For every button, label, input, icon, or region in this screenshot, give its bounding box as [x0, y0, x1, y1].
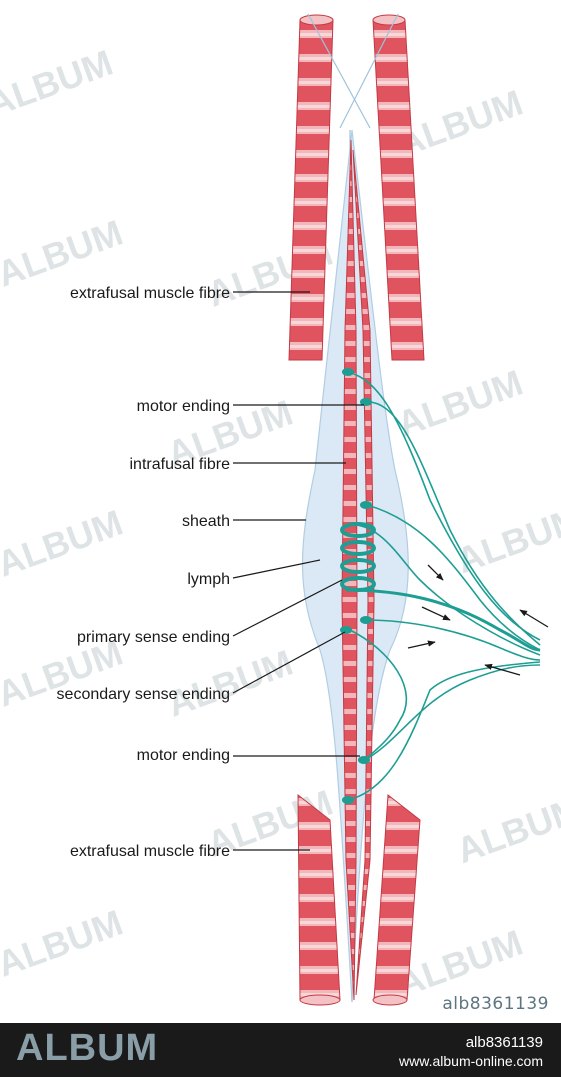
footer-bar: ALBUM alb8361139 www.album-online.com — [0, 1023, 561, 1077]
extrafusal-fibre-top — [288, 14, 425, 361]
album-logo[interactable]: ALBUM — [16, 1027, 159, 1069]
label-sheath: sheath — [182, 513, 230, 530]
label-secondary-sense-ending: secondary sense ending — [57, 686, 230, 703]
watermark-text: ALBUM — [451, 788, 561, 871]
extrafusal-fibre-bottom — [297, 793, 421, 1006]
label-lymph: lymph — [187, 571, 230, 588]
watermark-text: ALBUM — [392, 362, 528, 445]
labels: extrafusal muscle fibre motor ending int… — [57, 285, 231, 860]
image-id-watermark: alb8361139 — [442, 994, 549, 1014]
watermark-layer: ALBUM ALBUM ALBUM ALBUM ALBUM ALBUM ALBU… — [0, 42, 561, 1005]
watermark-text: ALBUM — [0, 42, 118, 125]
footer-url-link[interactable]: www.album-online.com — [399, 1053, 543, 1069]
label-motor-ending-top: motor ending — [137, 398, 230, 415]
muscle-spindle-diagram: ALBUM ALBUM ALBUM ALBUM ALBUM ALBUM ALBU… — [0, 13, 561, 1006]
watermark-text: ALBUM — [0, 212, 128, 295]
flow-arrows — [407, 564, 549, 676]
motor-endings — [340, 368, 372, 804]
label-extrafusal-bottom: extrafusal muscle fibre — [70, 843, 230, 860]
label-extrafusal-top: extrafusal muscle fibre — [70, 285, 230, 302]
watermark-text: ALBUM — [162, 642, 298, 725]
primary-sense-ending-coil — [340, 522, 376, 592]
watermark-text: ALBUM — [0, 502, 128, 585]
footer-image-id: alb8361139 — [465, 1034, 543, 1051]
label-motor-ending-bottom: motor ending — [137, 747, 230, 764]
diagram-canvas: ALBUM ALBUM ALBUM ALBUM ALBUM ALBUM ALBU… — [0, 13, 561, 1006]
watermark-text: ALBUM — [0, 902, 128, 985]
label-intrafusal-fibre: intrafusal fibre — [130, 456, 231, 473]
nerve-fibres — [344, 371, 541, 801]
label-primary-sense-ending: primary sense ending — [77, 629, 230, 646]
leader-lines — [232, 291, 364, 851]
